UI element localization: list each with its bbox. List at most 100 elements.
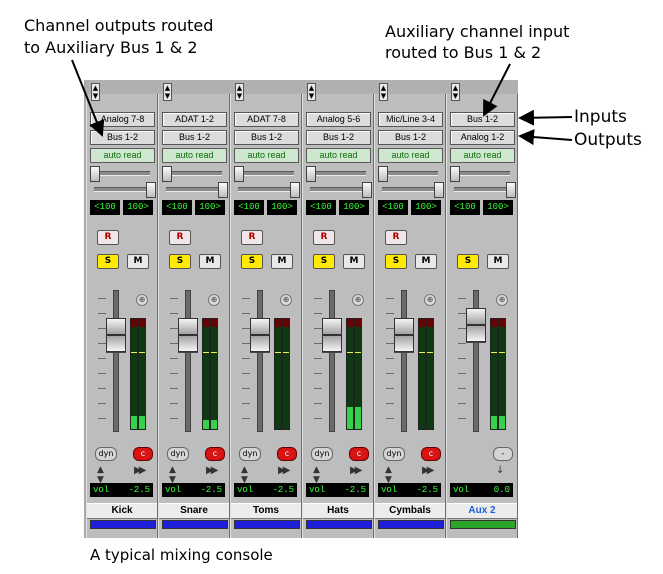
comp-button[interactable]: c: [133, 447, 153, 461]
pan-right-knob[interactable]: [218, 182, 228, 198]
output-selector[interactable]: Bus 1-2: [306, 130, 371, 145]
solo-button[interactable]: S: [313, 254, 335, 269]
pan-right-knob[interactable]: [146, 182, 156, 198]
pan-left-knob[interactable]: [450, 166, 460, 182]
group-icon[interactable]: ⊕: [352, 294, 364, 306]
volume-fader[interactable]: [466, 308, 486, 342]
group-icon[interactable]: ⊕: [280, 294, 292, 306]
pan-left-slider[interactable]: [234, 166, 294, 182]
solo-button[interactable]: S: [457, 254, 479, 269]
pan-left-slider[interactable]: [90, 166, 150, 182]
track-name[interactable]: Hats: [303, 503, 373, 519]
solo-button[interactable]: S: [385, 254, 407, 269]
automation-mode[interactable]: auto read: [90, 148, 155, 163]
comp-button[interactable]: c: [205, 447, 225, 461]
pan-right-knob[interactable]: [434, 182, 444, 198]
output-selector[interactable]: Bus 1-2: [378, 130, 443, 145]
pan-left-knob[interactable]: [378, 166, 388, 182]
insert-scroll-arrows-icon[interactable]: ▲▼: [379, 83, 388, 101]
solo-button[interactable]: S: [169, 254, 191, 269]
input-selector[interactable]: Analog 7-8: [90, 112, 155, 127]
track-name[interactable]: Aux 2: [447, 503, 517, 519]
record-enable-button[interactable]: R: [313, 230, 335, 245]
mute-button[interactable]: M: [271, 254, 293, 269]
insert-scroll-arrows-icon[interactable]: ▲▼: [91, 83, 100, 101]
pan-right-slider[interactable]: [382, 182, 444, 198]
fast-forward-icon[interactable]: ▶▶: [134, 465, 147, 476]
fast-forward-icon[interactable]: ▶▶: [206, 465, 219, 476]
mute-button[interactable]: M: [487, 254, 509, 269]
automation-mode[interactable]: auto read: [378, 148, 443, 163]
pan-left-knob[interactable]: [234, 166, 244, 182]
up-down-arrows-icon[interactable]: ▲▼: [169, 465, 176, 485]
down-arrow-icon[interactable]: ↓: [496, 465, 505, 476]
up-down-arrows-icon[interactable]: ▲▼: [241, 465, 248, 485]
group-icon[interactable]: ⊕: [424, 294, 436, 306]
fast-forward-icon[interactable]: ▶▶: [278, 465, 291, 476]
group-icon[interactable]: ⊕: [136, 294, 148, 306]
volume-fader[interactable]: [106, 318, 126, 352]
output-selector[interactable]: Bus 1-2: [90, 130, 155, 145]
track-name[interactable]: Toms: [231, 503, 301, 519]
pan-right-slider[interactable]: [238, 182, 300, 198]
dynamics-button[interactable]: dyn: [383, 447, 405, 461]
track-name[interactable]: Cymbals: [375, 503, 445, 519]
input-selector[interactable]: Mic/Line 3-4: [378, 112, 443, 127]
pan-right-knob[interactable]: [506, 182, 516, 198]
volume-fader[interactable]: [250, 318, 270, 352]
fast-forward-icon[interactable]: ▶▶: [422, 465, 435, 476]
record-enable-button[interactable]: R: [169, 230, 191, 245]
comp-button[interactable]: c: [277, 447, 297, 461]
group-icon[interactable]: ⊕: [208, 294, 220, 306]
track-name[interactable]: Snare: [159, 503, 229, 519]
volume-fader[interactable]: [178, 318, 198, 352]
mute-button[interactable]: M: [127, 254, 149, 269]
dash-button[interactable]: -: [493, 447, 513, 461]
pan-left-knob[interactable]: [162, 166, 172, 182]
input-selector[interactable]: Analog 5-6: [306, 112, 371, 127]
solo-button[interactable]: S: [241, 254, 263, 269]
group-icon[interactable]: ⊕: [496, 294, 508, 306]
dynamics-button[interactable]: dyn: [167, 447, 189, 461]
comp-button[interactable]: c: [349, 447, 369, 461]
input-selector[interactable]: ADAT 1-2: [162, 112, 227, 127]
insert-scroll-arrows-icon[interactable]: ▲▼: [451, 83, 460, 101]
record-enable-button[interactable]: R: [241, 230, 263, 245]
record-enable-button[interactable]: R: [385, 230, 407, 245]
comp-button[interactable]: c: [421, 447, 441, 461]
mute-button[interactable]: M: [199, 254, 221, 269]
automation-mode[interactable]: auto read: [234, 148, 299, 163]
up-down-arrows-icon[interactable]: ▲▼: [313, 465, 320, 485]
pan-right-knob[interactable]: [290, 182, 300, 198]
pan-right-knob[interactable]: [362, 182, 372, 198]
pan-left-knob[interactable]: [90, 166, 100, 182]
record-enable-button[interactable]: R: [97, 230, 119, 245]
input-selector[interactable]: ADAT 7-8: [234, 112, 299, 127]
insert-scroll-arrows-icon[interactable]: ▲▼: [163, 83, 172, 101]
pan-right-slider[interactable]: [94, 182, 156, 198]
up-down-arrows-icon[interactable]: ▲▼: [385, 465, 392, 485]
insert-scroll-arrows-icon[interactable]: ▲▼: [235, 83, 244, 101]
dynamics-button[interactable]: dyn: [311, 447, 333, 461]
dynamics-button[interactable]: dyn: [239, 447, 261, 461]
pan-left-slider[interactable]: [378, 166, 438, 182]
pan-left-slider[interactable]: [162, 166, 222, 182]
output-selector[interactable]: Bus 1-2: [162, 130, 227, 145]
volume-fader[interactable]: [322, 318, 342, 352]
pan-right-slider[interactable]: [166, 182, 228, 198]
automation-mode[interactable]: auto read: [306, 148, 371, 163]
mute-button[interactable]: M: [415, 254, 437, 269]
input-selector[interactable]: Bus 1-2: [450, 112, 515, 127]
fast-forward-icon[interactable]: ▶▶: [350, 465, 363, 476]
up-down-arrows-icon[interactable]: ▲▼: [97, 465, 104, 485]
pan-left-slider[interactable]: [306, 166, 366, 182]
automation-mode[interactable]: auto read: [162, 148, 227, 163]
track-name[interactable]: Kick: [87, 503, 157, 519]
output-selector[interactable]: Analog 1-2: [450, 130, 515, 145]
insert-scroll-arrows-icon[interactable]: ▲▼: [307, 83, 316, 101]
pan-right-slider[interactable]: [310, 182, 372, 198]
pan-left-slider[interactable]: [450, 166, 510, 182]
mute-button[interactable]: M: [343, 254, 365, 269]
automation-mode[interactable]: auto read: [450, 148, 515, 163]
pan-right-slider[interactable]: [454, 182, 516, 198]
